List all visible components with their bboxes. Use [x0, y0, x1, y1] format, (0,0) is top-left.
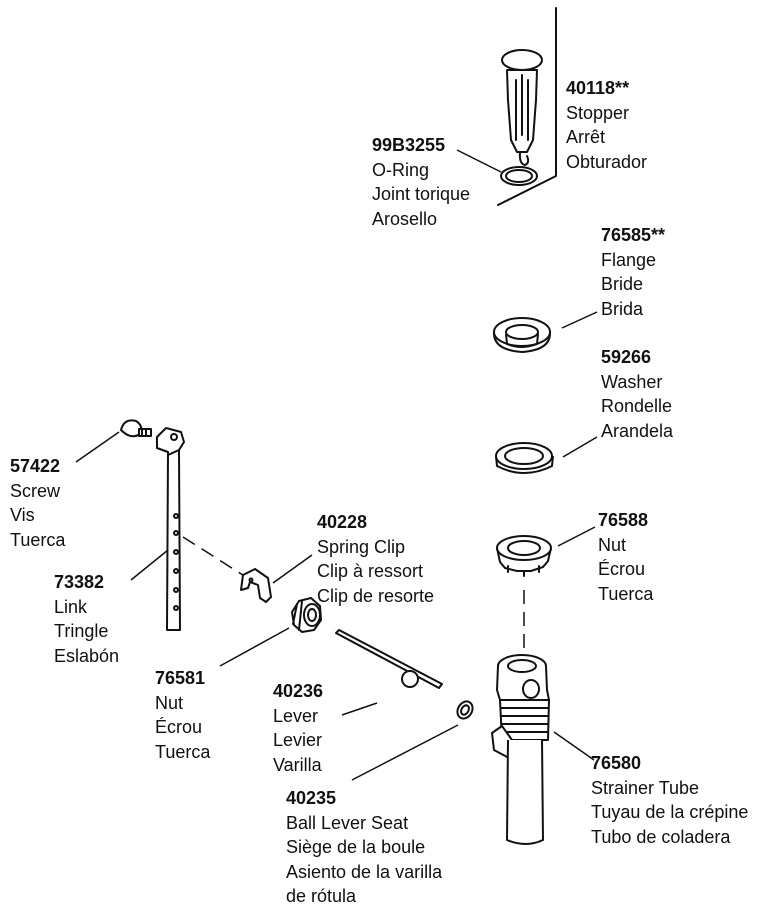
part-name-fr: Rondelle	[601, 396, 673, 416]
part-name-en: Screw	[10, 480, 61, 501]
part-name-es: Brida	[601, 298, 644, 319]
part-name-fr: Écrou	[598, 559, 646, 579]
stopper-group-bracket	[497, 7, 557, 206]
part-label-40235: 40235 Ball Lever Seat Siège de la boule …	[286, 786, 442, 909]
part-name-es: Obturador	[566, 151, 648, 172]
part-name-en: Stopper	[566, 102, 630, 123]
leader-link	[130, 549, 169, 581]
part-number: 73382	[54, 572, 105, 592]
part-name-en: Strainer Tube	[591, 777, 700, 798]
leader-lever	[341, 702, 378, 716]
part-number: 40118**	[566, 78, 630, 98]
part-name-en: Ball Lever Seat	[286, 812, 409, 833]
part-name-es: Arandela	[601, 420, 674, 441]
leader-nut-76588	[557, 526, 596, 547]
part-name-es: Tuerca	[155, 741, 211, 762]
part-name-es: Clip de resorte	[317, 585, 435, 606]
part-number: 40235	[286, 788, 337, 808]
part-name-en: Link	[54, 596, 88, 617]
part-number: 76588	[598, 510, 649, 530]
part-name-fr: Tuyau de la crépine	[591, 802, 749, 822]
part-name-es: Tubo de coladera	[591, 826, 731, 847]
part-name-es: Varilla	[273, 754, 322, 775]
part-name-fr: Clip à ressort	[317, 561, 424, 581]
leader-lines	[75, 149, 598, 781]
leader-strainer-tube	[553, 731, 595, 761]
part-label-99B3255: 99B3255 O-Ring Joint torique Arosello	[372, 133, 470, 231]
part-number: 40228	[317, 512, 368, 532]
nut-76588-part	[496, 535, 552, 577]
part-name-es-continued: de rótula	[286, 886, 357, 906]
part-name-en: Nut	[155, 692, 184, 713]
part-name-es: Tuerca	[598, 583, 654, 604]
part-name-fr: Siège de la boule	[286, 837, 426, 857]
leader-washer	[562, 436, 598, 458]
part-name-en: Lever	[273, 705, 319, 726]
part-label-59266: 59266 Washer Rondelle Arandela	[601, 345, 673, 443]
part-name-fr: Levier	[273, 730, 323, 750]
spring-clip-part	[240, 568, 272, 603]
lever-part	[335, 629, 443, 689]
part-number: 76581	[155, 668, 206, 688]
part-name-fr: Vis	[10, 505, 35, 525]
link-part	[156, 427, 185, 631]
part-label-57422: 57422 Screw Vis Tuerca	[10, 454, 65, 552]
part-name-en: Spring Clip	[317, 536, 406, 557]
washer-part	[495, 442, 554, 474]
ball-lever-seat-part	[456, 700, 474, 720]
leader-ball-lever-seat	[351, 724, 459, 781]
part-name-fr: Arrêt	[566, 127, 606, 147]
part-label-76580: 76580 Strainer Tube Tuyau de la crépine …	[591, 751, 748, 849]
part-label-40118: 40118** Stopper Arrêt Obturador	[566, 76, 647, 174]
part-number: 76585**	[601, 225, 666, 245]
part-number: 59266	[601, 347, 652, 367]
part-name-en: O-Ring	[372, 159, 430, 180]
part-name-es: Asiento de la varilla	[286, 861, 443, 882]
part-name-fr: Joint torique	[372, 184, 471, 204]
part-name-es: Arosello	[372, 208, 438, 229]
nut-76581-part	[291, 597, 322, 633]
part-number: 99B3255	[372, 135, 446, 155]
part-number: 40236	[273, 681, 324, 701]
part-name-es: Eslabón	[54, 645, 120, 666]
part-label-76585: 76585** Flange Bride Brida	[601, 223, 665, 321]
strainer-tube-part	[491, 654, 550, 845]
part-name-en: Flange	[601, 249, 657, 270]
stopper-part	[501, 49, 543, 166]
leader-flange	[561, 311, 598, 329]
part-number: 57422	[10, 456, 61, 476]
part-label-76581: 76581 Nut Écrou Tuerca	[155, 666, 210, 764]
flange-part	[492, 317, 552, 353]
part-label-76588: 76588 Nut Écrou Tuerca	[598, 508, 653, 606]
link-clip-centerline	[182, 536, 247, 578]
leader-nut-76581	[219, 627, 290, 667]
leader-screw	[75, 431, 120, 463]
part-name-fr: Tringle	[54, 621, 109, 641]
part-name-en: Nut	[598, 534, 627, 555]
part-name-es: Tuerca	[10, 529, 66, 550]
part-name-fr: Écrou	[155, 717, 203, 737]
part-name-en: Washer	[601, 371, 663, 392]
part-label-40228: 40228 Spring Clip Clip à ressort Clip de…	[317, 510, 434, 608]
o-ring-part	[500, 166, 538, 186]
part-name-fr: Bride	[601, 274, 644, 294]
screw-part	[120, 419, 152, 438]
leader-o-ring	[456, 149, 502, 173]
part-number: 76580	[591, 753, 642, 773]
part-label-40236: 40236 Lever Levier Varilla	[273, 679, 323, 777]
leader-spring-clip	[272, 554, 313, 584]
part-label-73382: 73382 Link Tringle Eslabón	[54, 570, 119, 668]
